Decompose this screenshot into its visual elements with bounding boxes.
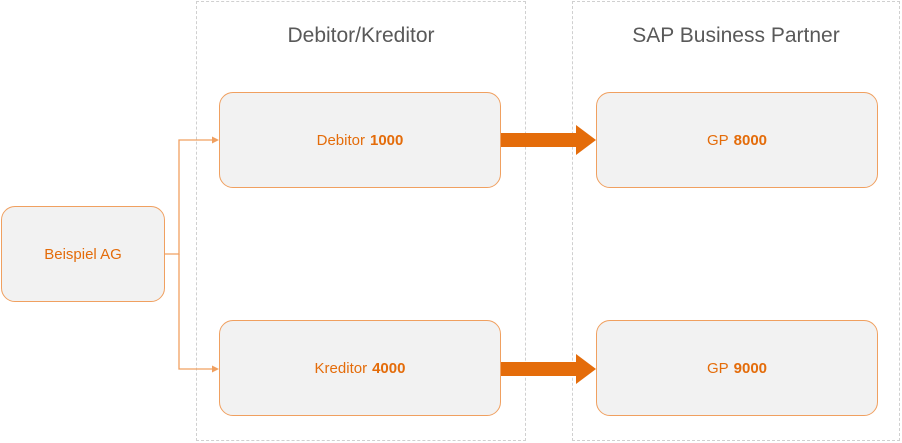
conversion-arrow-kreditor — [500, 354, 596, 384]
gp-debitor-prefix: GP — [706, 131, 729, 149]
connector-source-to-debitor — [165, 139, 214, 255]
gp-debitor-node-box: GP 8000 — [596, 92, 878, 188]
debitor-kreditor-column: Debitor/Kreditor — [196, 1, 526, 441]
connector-arrowhead-debitor — [212, 136, 219, 144]
connector-source-to-kreditor — [178, 254, 214, 370]
sap-business-partner-column: SAP Business Partner — [572, 1, 900, 441]
debitor-number: 1000 — [369, 131, 404, 149]
debitor-node-box: Debitor 1000 — [219, 92, 501, 188]
debitor-kreditor-title: Debitor/Kreditor — [287, 24, 435, 47]
gp-kreditor-prefix: GP — [706, 359, 729, 377]
source-node-label: Beispiel AG — [44, 245, 122, 263]
conversion-arrow-debitor — [500, 125, 596, 155]
gp-kreditor-number: 9000 — [733, 359, 768, 377]
kreditor-number: 4000 — [372, 359, 406, 377]
source-node-box: Beispiel AG — [1, 206, 165, 302]
debitor-prefix: Debitor — [316, 131, 365, 149]
kreditor-prefix: Kreditor — [314, 359, 368, 377]
connector-arrowhead-kreditor — [212, 365, 219, 373]
sap-business-partner-title: SAP Business Partner — [632, 24, 840, 47]
gp-kreditor-node-box: GP 9000 — [596, 320, 878, 416]
kreditor-node-box: Kreditor 4000 — [219, 320, 501, 416]
gp-debitor-number: 8000 — [733, 131, 768, 149]
